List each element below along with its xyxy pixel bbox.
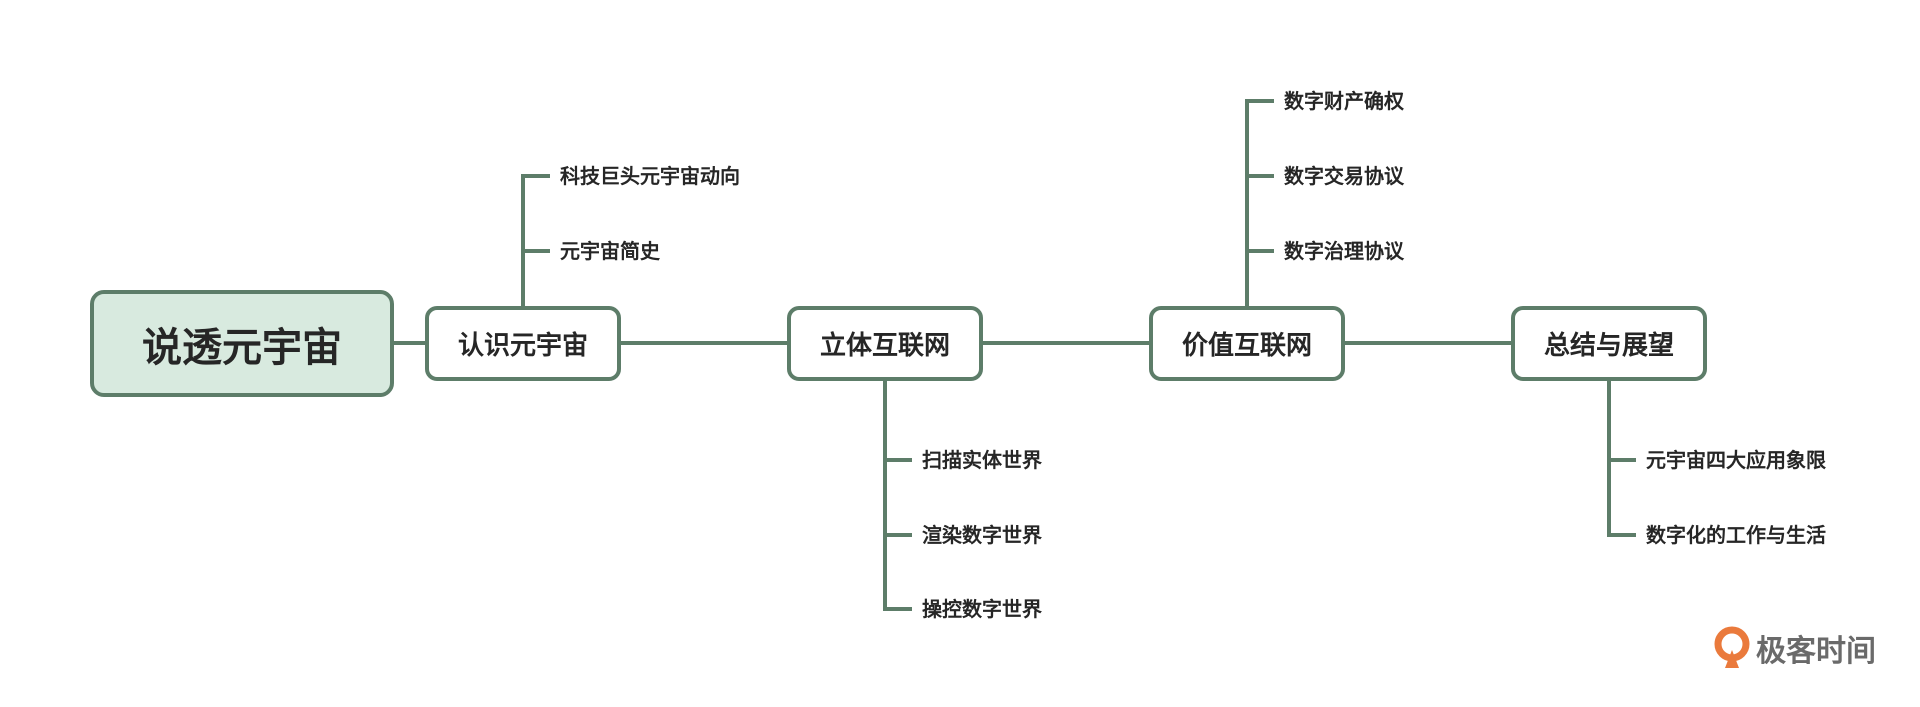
root-node[interactable]: 说透元宇宙 <box>90 290 394 397</box>
leaf-node[interactable]: 数字治理协议 <box>1284 239 1404 263</box>
logo-mark-icon <box>1714 626 1750 668</box>
topic-node-4[interactable]: 总结与展望 <box>1511 306 1707 381</box>
topic-label: 价值互联网 <box>1181 331 1312 361</box>
leaf-node[interactable]: 操控数字世界 <box>922 597 1042 621</box>
leaf-node[interactable]: 元宇宙简史 <box>560 239 660 263</box>
root-label: 说透元宇宙 <box>142 324 342 371</box>
branch-line-2 <box>883 381 912 611</box>
geektime-logo: 极客时间 <box>1712 624 1876 672</box>
topic-label: 总结与展望 <box>1543 331 1674 361</box>
topic-node-2[interactable]: 立体互联网 <box>787 306 983 381</box>
leaf-node[interactable]: 数字交易协议 <box>1284 164 1404 188</box>
logo-text: 极客时间 <box>1756 634 1876 669</box>
leaf-node[interactable]: 元宇宙四大应用象限 <box>1646 448 1826 472</box>
leaf-node[interactable]: 科技巨头元宇宙动向 <box>560 164 740 188</box>
leaf-node[interactable]: 数字化的工作与生活 <box>1646 523 1826 547</box>
topic-node-1[interactable]: 认识元宇宙 <box>425 306 621 381</box>
leaf-node[interactable]: 数字财产确权 <box>1284 89 1404 113</box>
branch-line-4 <box>1607 381 1636 537</box>
topic-label: 立体互联网 <box>819 331 950 361</box>
branch-line-1 <box>521 174 550 306</box>
topic-label: 认识元宇宙 <box>457 331 588 361</box>
branch-line-3 <box>1245 99 1274 306</box>
leaf-node[interactable]: 渲染数字世界 <box>922 523 1042 547</box>
leaf-node[interactable]: 扫描实体世界 <box>922 448 1042 472</box>
topic-node-3[interactable]: 价值互联网 <box>1149 306 1345 381</box>
